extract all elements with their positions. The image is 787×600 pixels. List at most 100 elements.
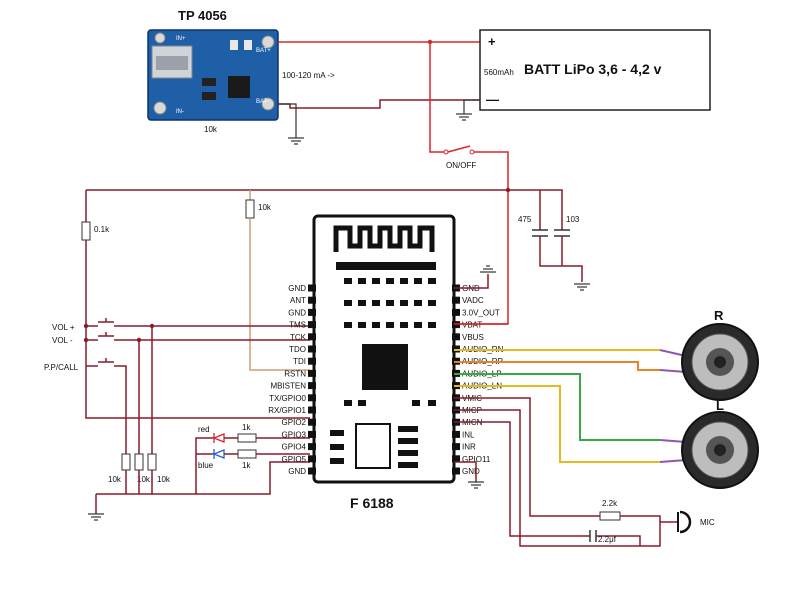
ground-symbol-left xyxy=(88,513,104,521)
resistor-10k-top xyxy=(245,199,255,219)
charge-current-label: 100-120 mA -> xyxy=(282,71,335,80)
pad-bat-minus: BAT- xyxy=(256,99,269,105)
pin-label-left: GPIO5 xyxy=(282,455,307,464)
pin-pad xyxy=(308,369,316,377)
pin-label-left: GND xyxy=(288,284,306,293)
pin-pad xyxy=(308,455,316,463)
speaker-right xyxy=(681,323,759,401)
tp4056-board: BAT+ BAT- IN+ IN- xyxy=(147,29,279,121)
pin-label-left: TDI xyxy=(293,357,306,366)
ground-symbol-charger xyxy=(288,137,304,145)
pin-label-left: GPIO3 xyxy=(282,430,307,439)
vol-plus-label: VOL + xyxy=(52,323,75,332)
capacitor-mic xyxy=(589,530,597,542)
wire-to-switch xyxy=(429,42,444,153)
battery-label: BATT LiPo 3,6 - 4,2 v xyxy=(524,61,662,77)
r-mic-label: 2.2k xyxy=(602,499,618,508)
pin-pad xyxy=(308,467,316,475)
pin-label-left: TX/GPIO0 xyxy=(269,394,306,403)
resistor-b2 xyxy=(134,453,144,471)
pin-pad xyxy=(308,284,316,292)
button-vol-plus xyxy=(86,318,310,327)
pin-pad xyxy=(452,467,460,475)
wire-gnd-bottom xyxy=(454,461,477,482)
pin-pad xyxy=(308,345,316,353)
wire-battery-ground xyxy=(463,99,480,114)
r-b1-label: 10k xyxy=(108,475,122,484)
r-b2-label: 10k xyxy=(137,475,151,484)
pad-bat-plus: BAT+ xyxy=(256,48,271,54)
pin-pad xyxy=(452,430,460,438)
pin-pad xyxy=(308,296,316,304)
led-red xyxy=(212,433,225,443)
pin-label-right: INR xyxy=(462,443,476,452)
junction xyxy=(83,323,89,329)
junction xyxy=(83,337,89,343)
charger-title: TP 4056 xyxy=(178,8,227,23)
capacitor-103 xyxy=(554,229,570,237)
wire-bottom-ground xyxy=(96,461,310,495)
pin-pad xyxy=(308,308,316,316)
junction xyxy=(149,323,155,329)
resistor-b1 xyxy=(121,453,131,471)
pin-pad xyxy=(308,333,316,341)
wire-mic-c xyxy=(596,535,641,546)
pin-pad xyxy=(452,333,460,341)
battery-minus: — xyxy=(486,92,499,107)
on-off-switch xyxy=(443,145,475,155)
wire-audio-ln xyxy=(454,385,660,463)
r-led1-label: 1k xyxy=(242,423,251,432)
pin-label-right: INL xyxy=(462,430,475,439)
battery-plus: + xyxy=(488,34,496,49)
wire-micp xyxy=(454,409,678,547)
wire-charger-ground xyxy=(278,103,297,138)
pin-label-left: RSTN xyxy=(284,369,306,378)
pin-label-left: TDO xyxy=(289,345,306,354)
pin-pad xyxy=(308,357,316,365)
pad-in-minus: IN- xyxy=(176,109,184,115)
button-pp-call xyxy=(86,358,127,454)
pin-label-right: GND xyxy=(462,467,480,476)
battery-capacity: 560mAh xyxy=(484,68,514,77)
wire-led-common xyxy=(195,437,214,494)
r-b3-label: 10k xyxy=(157,475,171,484)
pin-label-left: TMS xyxy=(289,321,306,330)
pin-pad xyxy=(308,382,316,390)
wire-cap-top xyxy=(540,189,563,230)
led-red-label: red xyxy=(198,425,210,434)
mic-label: MIC xyxy=(700,518,715,527)
led-blue xyxy=(212,449,225,459)
pin-pad xyxy=(308,430,316,438)
button-vol-minus xyxy=(86,332,310,341)
pin-label-right: VBUS xyxy=(462,333,484,342)
led-blue-label: blue xyxy=(198,461,214,470)
wire-gnd-top xyxy=(454,274,489,289)
ground-symbol-caps xyxy=(574,283,590,291)
pin-pad xyxy=(308,443,316,451)
pin-label-left: RX/GPIO1 xyxy=(268,406,306,415)
pins-left: GNDANTGNDTMSTCKTDOTDIRSTNMBISTENTX/GPIO0… xyxy=(268,284,316,476)
junction xyxy=(427,39,433,45)
battery xyxy=(479,29,711,111)
pins-right: GNDVADC3.0V_OUTVBATVBUSAUDIO_RNAUDIO_RPA… xyxy=(452,284,504,476)
wire-cap-ground xyxy=(539,236,583,282)
pin-pad xyxy=(308,406,316,414)
pad-in-plus: IN+ xyxy=(176,36,186,42)
switch-label: ON/OFF xyxy=(446,161,476,170)
pin-label-left: GND xyxy=(288,467,306,476)
wire-tan-rstn xyxy=(249,218,310,371)
pin-label-left: GPIO2 xyxy=(282,418,307,427)
speaker-right-label: R xyxy=(714,308,724,323)
wire-spk-l2 xyxy=(659,459,687,463)
wire-bat-minus xyxy=(278,99,482,109)
speaker-left xyxy=(681,411,759,489)
capacitor-475 xyxy=(532,229,548,237)
junction xyxy=(505,187,511,193)
pin-label-right: 3.0V_OUT xyxy=(462,308,500,317)
pin-pad xyxy=(308,418,316,426)
module-name: F 6188 xyxy=(350,495,394,511)
wire-audio-lp xyxy=(454,373,660,441)
pin-pad xyxy=(452,308,460,316)
ground-symbol-module-bottom xyxy=(468,481,484,489)
